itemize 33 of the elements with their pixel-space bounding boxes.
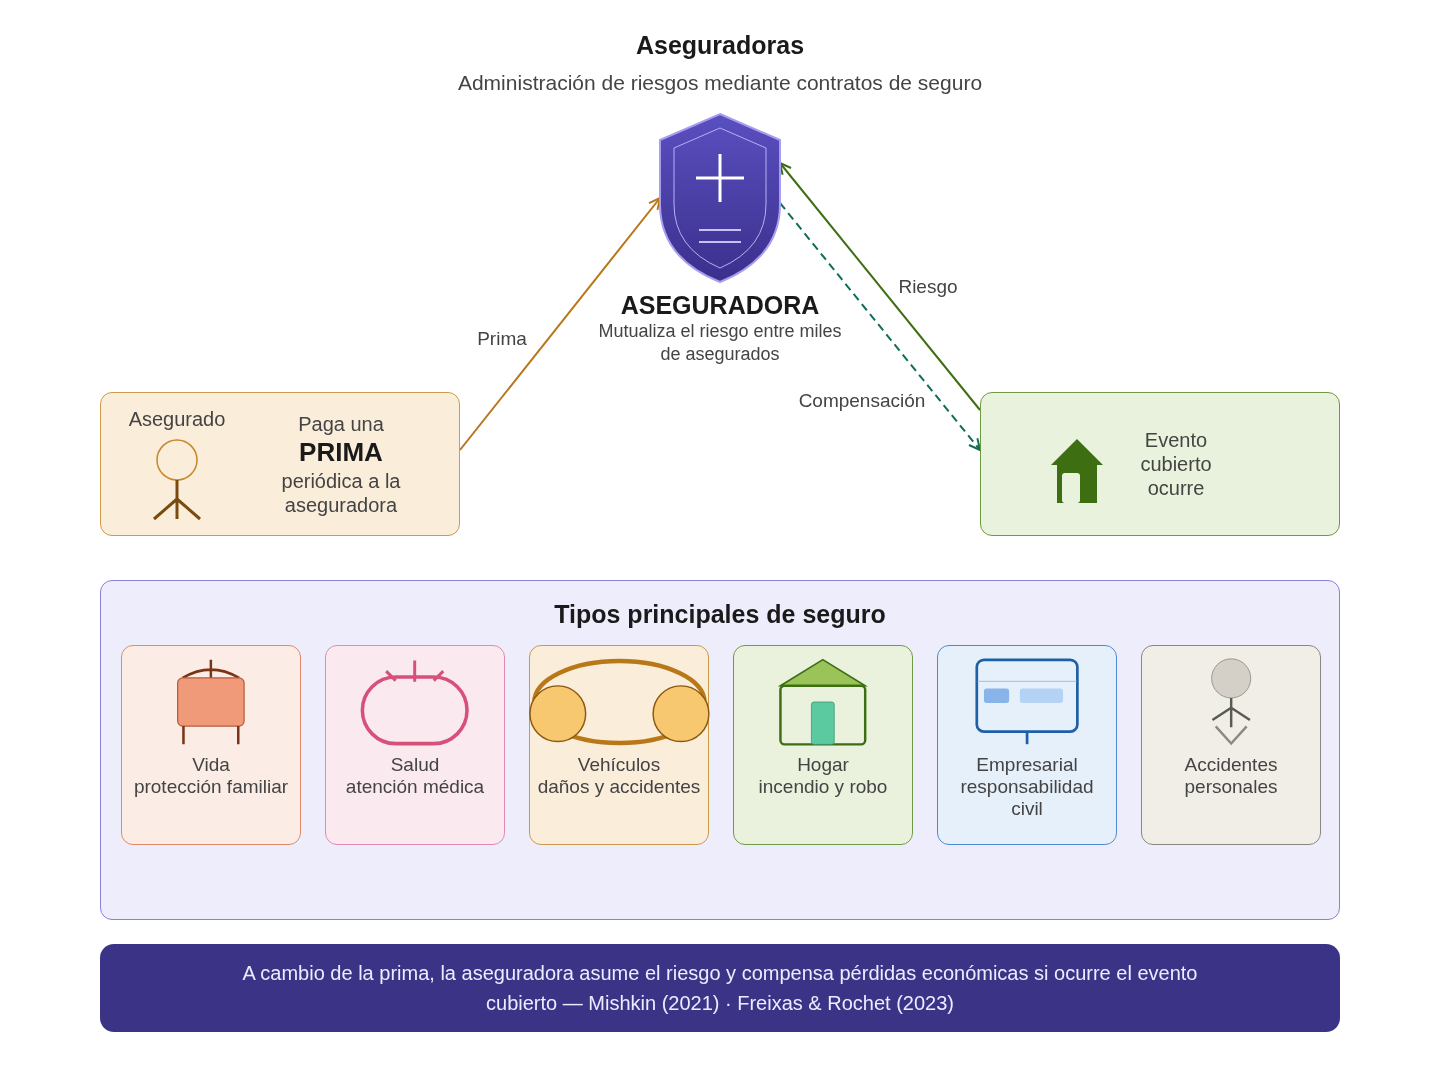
category-description: protección familiar — [133, 775, 289, 798]
category-card — [325, 645, 505, 845]
event-box — [980, 392, 1340, 536]
category-title: Salud — [390, 754, 440, 776]
category-card — [529, 645, 709, 845]
node-subtitle: Mutualiza el riesgo entre miles de asegurados — [597, 320, 843, 365]
category-description: incendio y robo — [758, 775, 888, 798]
box-text: Paga una PRIMA periódica a la aseguradora — [280, 411, 402, 517]
category-title: Empresarial — [976, 754, 1078, 776]
diagram-title: Aseguradoras — [635, 30, 805, 60]
category-card — [937, 645, 1117, 845]
category-title: Vehículos — [577, 754, 661, 776]
category-card — [1141, 645, 1321, 845]
category-card — [121, 645, 301, 845]
category-description: daños y accidentes — [537, 775, 701, 798]
category-panel — [100, 580, 1340, 920]
category-card — [733, 645, 913, 845]
info-box — [100, 392, 460, 536]
banner-text: A cambio de la prima, la aseguradora asume el riesgo y compensa pérdidas económicas si ocurre el evento cubierto — Mishkin (2021) · Freixas & Rochet (2023) — [241, 961, 1199, 1016]
node-heading: ASEGURADORA — [620, 290, 820, 320]
box-label: Asegurado — [128, 407, 226, 431]
diagram-subtitle: Administración de riesgos mediante contratos de seguro — [457, 70, 983, 96]
banner — [100, 944, 1340, 1032]
category-description: responsabilidad civil — [959, 775, 1095, 820]
arrow — [779, 202, 981, 451]
panel-title: Tipos principales de seguro — [554, 599, 886, 629]
category-title: Accidentes — [1184, 754, 1278, 776]
arrow — [459, 197, 661, 451]
category-title: Hogar — [797, 754, 849, 776]
box-text: Evento cubierto ocurre — [1139, 428, 1213, 500]
category-description: atención médica — [345, 775, 485, 798]
category-title: Vida — [192, 754, 230, 776]
category-description: personales — [1184, 775, 1278, 798]
